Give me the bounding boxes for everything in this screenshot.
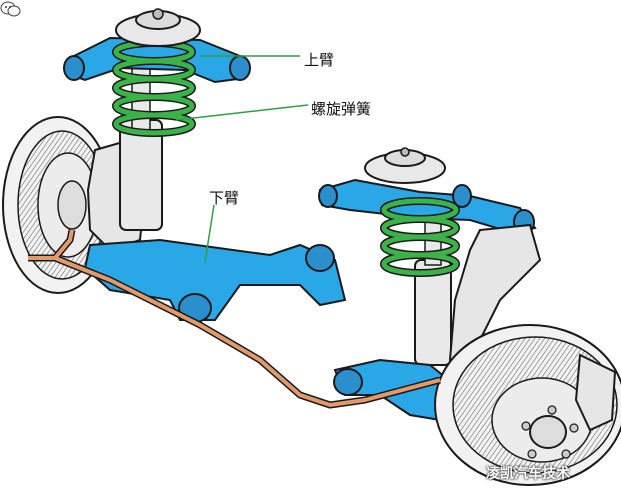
leader-line-lower-arm (204, 204, 215, 263)
left-lower-arm (83, 238, 347, 323)
right-brake-disc (434, 324, 621, 486)
left-top-mount (115, 8, 201, 47)
right-upper-arm (318, 178, 537, 235)
right-coil-spring-fill (381, 198, 459, 276)
label-upper-arm: 上臂 (304, 51, 335, 69)
right-top-mount (364, 147, 446, 184)
stabilizer-bar (28, 229, 441, 409)
label-coil-spring: 螺旋弹簧 (311, 100, 372, 118)
label-lower-arm: 下臂 (209, 189, 240, 207)
watermark-text: 凌凯汽车技术 (486, 466, 570, 482)
wechat-logo-icon (0, 1, 21, 17)
leader-line-coil-spring (175, 104, 309, 121)
